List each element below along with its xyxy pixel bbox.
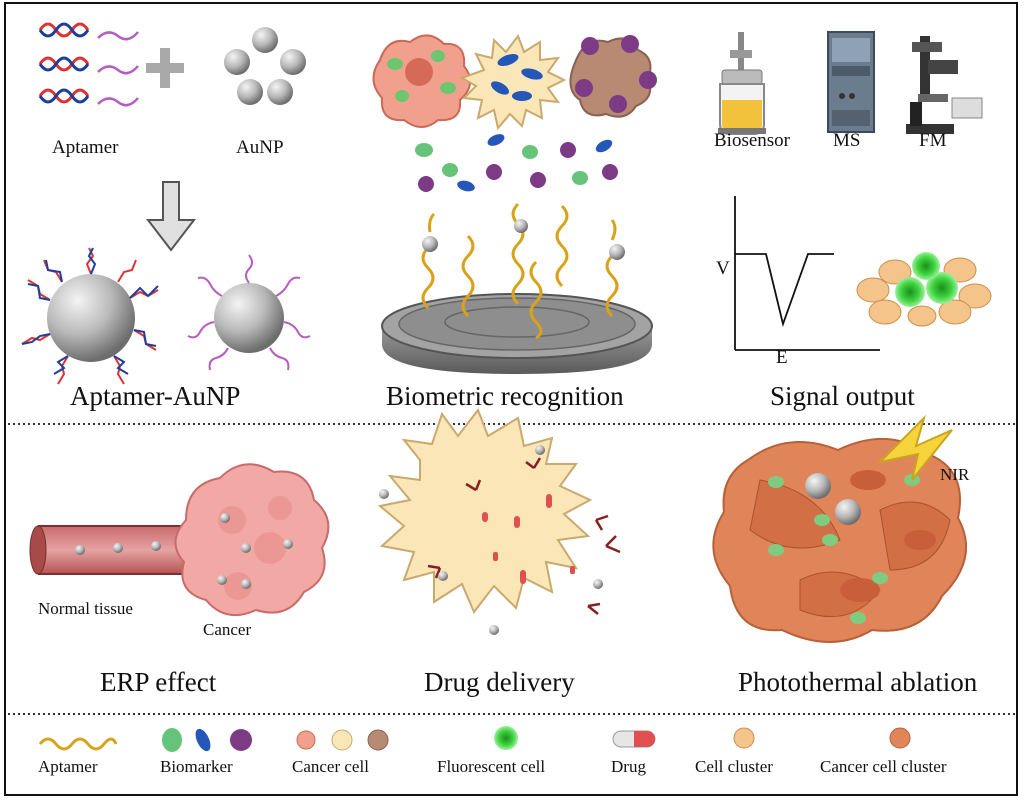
drug-delivery-title: Drug delivery xyxy=(424,667,575,697)
signal-output-title: Signal output xyxy=(770,381,915,411)
legend-cancer-cell-symbols xyxy=(296,729,389,751)
signal-plot xyxy=(734,196,880,351)
dna-aptamer-icon xyxy=(38,22,90,104)
normal-tissue-label: Normal tissue xyxy=(38,599,133,618)
plus-icon xyxy=(146,48,184,88)
aunp-particles-icon xyxy=(224,27,306,105)
figure-frame xyxy=(4,2,1018,796)
legend-fluorescent-cell-label: Fluorescent cell xyxy=(437,757,546,776)
photothermal-ablation-title: Photothermal ablation xyxy=(738,667,978,697)
erp-effect-title: ERP effect xyxy=(100,667,217,697)
mass-spectrometer-icon xyxy=(827,31,875,133)
legend-cell-cluster-label: Cell cluster xyxy=(695,757,773,776)
lightning-bolt-icon xyxy=(876,414,953,481)
legend-biomarker-symbols xyxy=(162,728,252,752)
legend-biomarker-label: Biomarker xyxy=(160,757,233,776)
legend-cancer-cell-label: Cancer cell xyxy=(292,757,369,776)
nanoparticles-in-vessel xyxy=(75,513,293,589)
ssdna-aptamer-icon xyxy=(97,31,139,107)
down-arrow-icon xyxy=(145,181,197,252)
legend-drug-symbol xyxy=(612,730,656,748)
aptamer-label: Aptamer xyxy=(52,137,119,158)
legend-fluorescent-cell-symbol xyxy=(494,726,518,750)
cancer-label: Cancer xyxy=(203,620,252,639)
aptamer-aunp-title: Aptamer-AuNP xyxy=(70,381,241,411)
legend-cancer-cell-cluster-label: Cancer cell cluster xyxy=(820,757,947,776)
nir-label: NIR xyxy=(940,465,970,484)
plot-y-label: V xyxy=(716,258,730,279)
aptamer-aunp-conjugate-ssdna xyxy=(187,254,311,371)
surface-aptamers xyxy=(421,202,619,340)
fluorescence-microscope-icon xyxy=(906,36,983,134)
fm-label: FM xyxy=(919,130,947,151)
floating-biomarkers xyxy=(415,134,618,192)
ms-label: MS xyxy=(833,130,861,151)
legend-aptamer-symbol xyxy=(38,737,118,751)
plot-x-label: E xyxy=(776,347,788,368)
cancer-cell-cluster-ablation-icon xyxy=(712,438,967,643)
biosensor-icon xyxy=(718,32,766,135)
cancer-cell-pink-icon xyxy=(372,34,471,128)
legend-aptamer-label: Aptamer xyxy=(38,757,98,776)
bound-aunp-icons xyxy=(422,219,625,260)
cancer-cell-yellow-icon xyxy=(459,33,567,131)
petri-dish-icon xyxy=(381,293,653,374)
aptamer-aunp-conjugate-dna xyxy=(21,247,159,385)
legend-cell-cluster-symbol xyxy=(733,727,755,749)
cancer-cell-brown-icon xyxy=(569,35,657,118)
biosensor-label: Biosensor xyxy=(714,130,790,151)
legend-drug-label: Drug xyxy=(611,757,646,776)
target-cancer-cell-icon xyxy=(377,407,621,635)
biometric-recognition-title: Biometric recognition xyxy=(386,381,624,411)
aunp-label: AuNP xyxy=(236,137,284,158)
fluorescent-cell-cluster-icon xyxy=(856,252,992,327)
legend-cancer-cell-cluster-symbol xyxy=(889,727,911,749)
tumor-mass-icon xyxy=(174,463,330,617)
